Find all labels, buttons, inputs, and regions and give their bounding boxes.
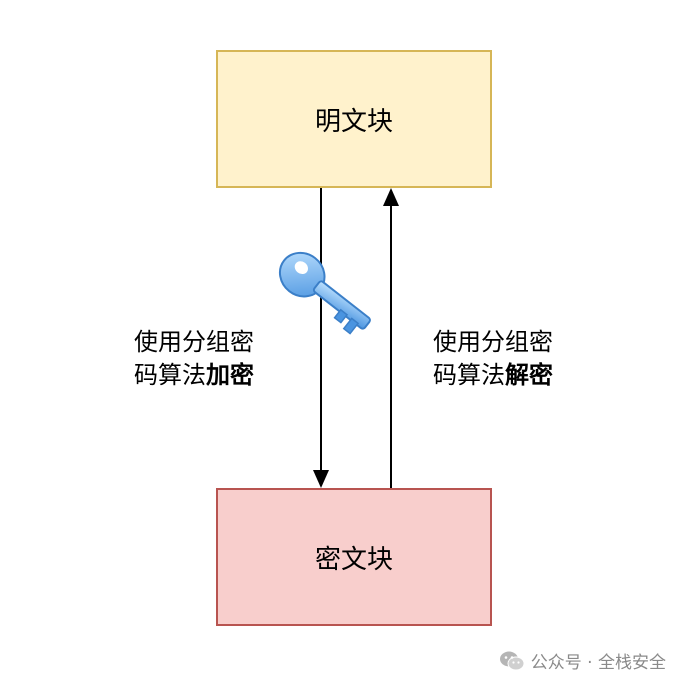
encrypt-arrow bbox=[313, 188, 329, 488]
ciphertext-block-label: 密文块 bbox=[314, 544, 393, 575]
encrypt-label-plain: 码算法 bbox=[134, 361, 206, 389]
decrypt-label-plain: 码算法 bbox=[433, 361, 505, 389]
encrypt-label-line2: 码算法加密 bbox=[134, 359, 254, 392]
watermark-text: 公众号 · 全栈安全 bbox=[530, 653, 666, 673]
encrypt-label: 使用分组密 码算法加密 bbox=[134, 326, 254, 392]
decrypt-label: 使用分组密 码算法解密 bbox=[433, 326, 553, 392]
encrypt-label-bold: 加密 bbox=[206, 361, 254, 389]
ciphertext-block: 密文块 bbox=[216, 488, 492, 626]
plaintext-block: 明文块 bbox=[216, 50, 492, 188]
decrypt-label-line1: 使用分组密 bbox=[433, 328, 553, 356]
decrypt-arrow bbox=[383, 188, 399, 488]
key-icon bbox=[278, 251, 371, 335]
watermark: 公众号 · 全栈安全 bbox=[499, 648, 666, 673]
encrypt-label-line1: 使用分组密 bbox=[134, 328, 254, 356]
plaintext-block-label: 明文块 bbox=[314, 106, 393, 137]
decrypt-label-bold: 解密 bbox=[505, 361, 553, 389]
wechat-icon bbox=[499, 651, 525, 670]
decrypt-label-line2: 码算法解密 bbox=[433, 359, 553, 392]
